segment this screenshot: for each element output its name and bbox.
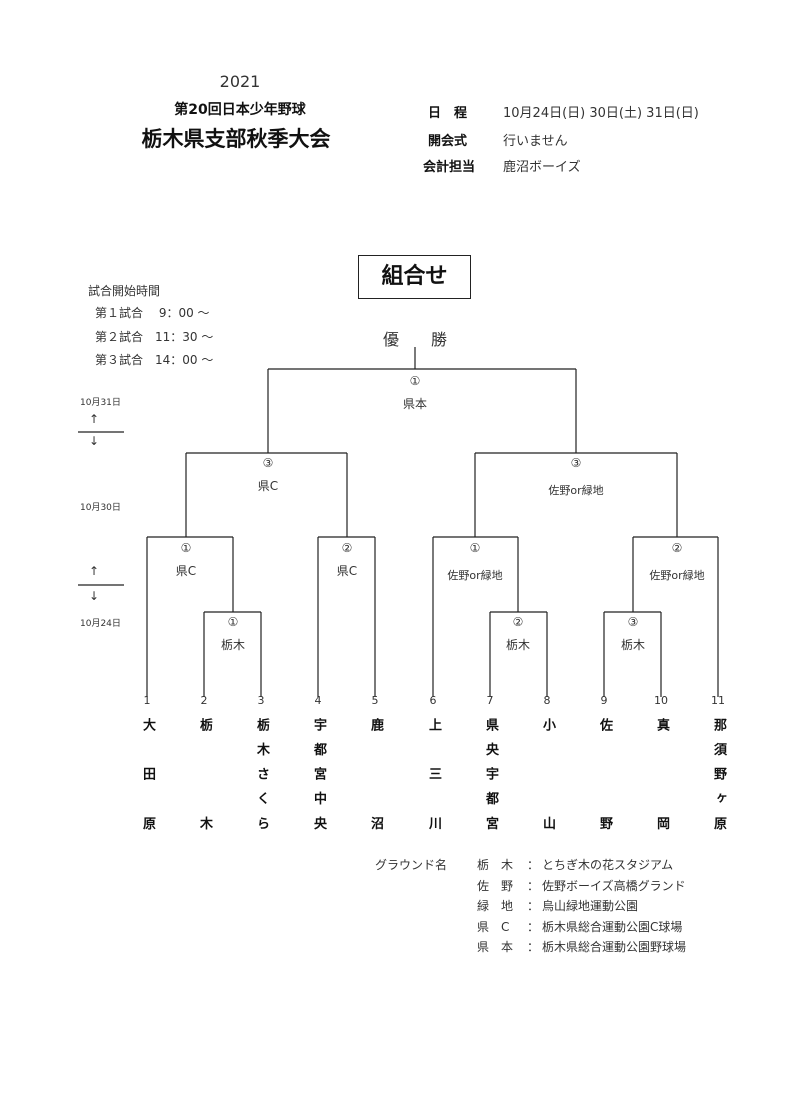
info-label-schedule: 日 程: [428, 106, 468, 121]
date-oct31: 10月31日: [80, 398, 121, 408]
arrow-down-icon: ↓: [88, 434, 100, 448]
team-name: 鹿沼: [368, 718, 383, 915]
info-value-accounting: 鹿沼ボーイズ: [503, 160, 581, 175]
arrow-up-icon: ↑: [88, 412, 100, 426]
info-label-opening: 開会式: [428, 134, 468, 149]
team-seed: 10: [654, 694, 668, 707]
team-name: 宇都宮中央: [311, 718, 326, 841]
date-oct24: 10月24日: [80, 619, 121, 629]
start-times-heading: 試合開始時間: [88, 284, 161, 298]
ground-name: 佐野ボーイズ高橋グランド: [542, 878, 686, 893]
ground-separator: ：: [527, 919, 540, 934]
start-time-2: 第２試合 11：30 〜: [95, 330, 214, 344]
team-name: 県央宇都宮: [483, 718, 498, 841]
team-seed: 9: [600, 694, 608, 707]
team-name: 小山: [540, 718, 555, 915]
match-number: ③: [570, 456, 582, 470]
grounds-heading: グラウンド名: [375, 858, 448, 872]
match-number: ①: [227, 615, 239, 629]
team-seed: 6: [429, 694, 437, 707]
subtitle: 第20回日本少年野球: [174, 102, 306, 118]
year: 2021: [219, 72, 261, 91]
ground-separator: ：: [527, 858, 540, 872]
ground-abbr: 栃 木: [477, 858, 514, 872]
match-ground: 県C: [175, 564, 197, 578]
ground-separator: ：: [527, 940, 540, 954]
team-seed: 11: [711, 694, 725, 707]
team-name: 大田原: [140, 718, 155, 866]
info-label-accounting: 会計担当: [423, 160, 476, 175]
arrow-up-icon: ↑: [88, 564, 100, 578]
ground-separator: ：: [527, 878, 540, 893]
team-name: 栃木: [197, 718, 212, 915]
match-number: ①: [409, 374, 421, 388]
match-number: ③: [262, 456, 274, 470]
match-ground: 佐野or緑地: [548, 484, 604, 497]
match-number: ②: [512, 615, 524, 629]
ground-name: 栃木県総合運動公園C球場: [542, 919, 683, 934]
ground-name: とちぎ木の花スタジアム: [542, 858, 674, 872]
team-seed: 8: [543, 694, 551, 707]
ground-name: 栃木県総合運動公園野球場: [542, 940, 687, 954]
match-ground: 県C: [257, 479, 279, 493]
ground-abbr: 緑 地: [477, 899, 514, 913]
ground-name: 烏山緑地運動公園: [542, 899, 639, 913]
team-name: 真岡: [654, 718, 669, 915]
start-time-3: 第３試合 14：00 〜: [95, 353, 214, 367]
team-name: 上三川: [426, 718, 441, 866]
team-seed: 1: [143, 694, 151, 707]
match-number: ②: [671, 541, 683, 555]
info-value-schedule: 10月24日(日) 30日(土) 31日(日): [503, 106, 699, 121]
match-number: ③: [627, 615, 639, 629]
bracket-title: 組合せ: [358, 255, 471, 299]
match-ground: 栃木: [220, 638, 246, 652]
page-title: 栃木県支部秋季大会: [141, 127, 331, 151]
ground-abbr: 県 C: [477, 919, 510, 934]
match-ground: 佐野or緑地: [649, 569, 705, 582]
team-seed: 3: [257, 694, 265, 707]
team-seed: 2: [200, 694, 208, 707]
match-number: ②: [341, 541, 353, 555]
match-number: ①: [180, 541, 192, 555]
info-value-opening: 行いません: [503, 134, 568, 149]
team-name: 栃木さくら: [254, 718, 269, 841]
match-ground: 県本: [402, 397, 428, 411]
match-number: ①: [469, 541, 481, 555]
match-ground: 栃木: [505, 638, 531, 652]
team-seed: 4: [314, 694, 322, 707]
ground-separator: ：: [527, 899, 540, 913]
champion-label: 優 勝: [382, 330, 448, 349]
team-seed: 5: [371, 694, 379, 707]
date-oct30: 10月30日: [80, 503, 121, 513]
team-name: 那須野ヶ原: [711, 718, 726, 841]
match-ground: 県C: [336, 564, 358, 578]
match-ground: 佐野or緑地: [447, 569, 503, 582]
ground-abbr: 県 本: [477, 940, 514, 954]
start-time-1: 第１試合 9：00 〜: [95, 306, 210, 320]
arrow-down-icon: ↓: [88, 589, 100, 603]
ground-abbr: 佐 野: [477, 878, 514, 893]
team-seed: 7: [486, 694, 494, 707]
match-ground: 栃木: [620, 638, 646, 652]
team-name: 佐野: [597, 718, 612, 915]
